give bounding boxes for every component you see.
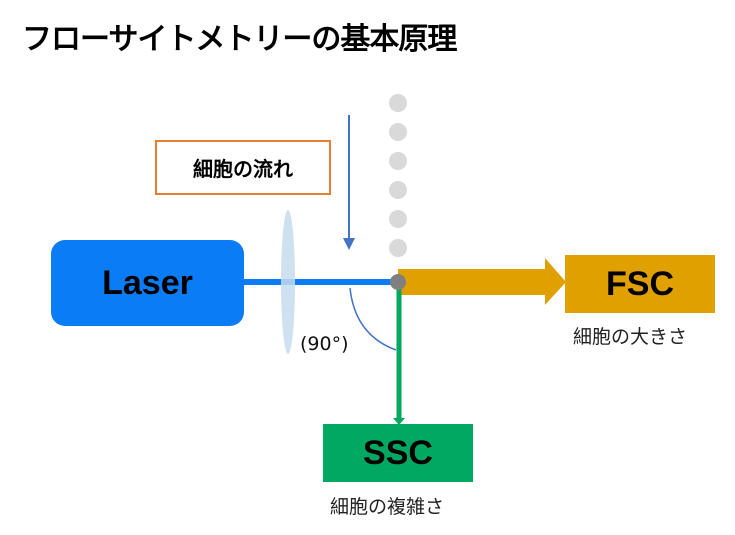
fsc-arrow bbox=[398, 258, 566, 305]
cell-flow-label-text: 細胞の流れ bbox=[193, 157, 293, 181]
ssc-box: SSC bbox=[323, 424, 473, 482]
cell-stream bbox=[389, 94, 407, 257]
cell-dot bbox=[389, 210, 407, 228]
cell-dot bbox=[389, 181, 407, 199]
page-title: フローサイトメトリーの基本原理 bbox=[22, 22, 457, 57]
fsc-label: FSC bbox=[606, 264, 674, 303]
laser-label: Laser bbox=[102, 263, 193, 302]
cell-dot bbox=[389, 239, 407, 257]
angle-label: (90°) bbox=[300, 333, 349, 355]
active-cell bbox=[390, 274, 406, 290]
fsc-caption: 細胞の大きさ bbox=[573, 326, 688, 348]
flow-direction-arrowhead bbox=[343, 238, 355, 250]
ssc-label: SSC bbox=[363, 433, 433, 472]
cell-dot bbox=[389, 94, 407, 112]
ssc-arrowhead bbox=[393, 418, 405, 425]
cell-dot bbox=[389, 123, 407, 141]
laser-box: Laser bbox=[51, 240, 244, 326]
fsc-box: FSC bbox=[565, 255, 715, 313]
cell-dot bbox=[389, 152, 407, 170]
lens-icon bbox=[281, 210, 295, 354]
cell-flow-label: 細胞の流れ bbox=[155, 140, 331, 195]
angle-arc bbox=[349, 287, 397, 351]
ssc-caption: 細胞の複雑さ bbox=[330, 496, 445, 518]
